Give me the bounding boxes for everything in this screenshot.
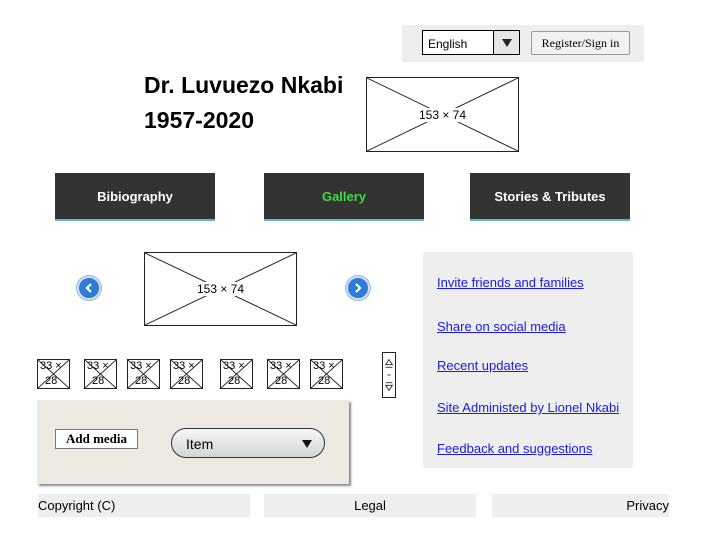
tab-biography[interactable]: Bibiography (55, 173, 215, 221)
thumbnail-height-label: 28 (92, 375, 105, 387)
recent-updates-link[interactable]: Recent updates (437, 358, 529, 373)
portrait-placeholder-label: 153 × 74 (417, 107, 468, 122)
chevron-right-icon (355, 283, 362, 293)
footer-legal-link[interactable]: Legal (264, 494, 476, 517)
gallery-thumbnail[interactable]: 33 × 28 (84, 359, 117, 389)
chevron-left-icon (85, 283, 92, 293)
chevron-down-icon (302, 440, 312, 448)
thumbnail-width-label: 33 × (173, 360, 195, 372)
person-name: Dr. Luvuezo Nkabi (144, 72, 344, 98)
thumbnail-width-label: 33 × (40, 360, 62, 372)
portrait-image-placeholder: 153 × 74 (366, 77, 519, 152)
gallery-placeholder-label: 153 × 74 (195, 282, 246, 296)
thumbnail-height-label: 28 (228, 375, 241, 387)
gallery-thumbnail[interactable]: 33 × 28 (267, 359, 300, 389)
feedback-link[interactable]: Feedback and suggestions (437, 441, 593, 456)
thumbnail-width-label: 33 × (313, 360, 335, 372)
thumbnail-width-label: 33 × (270, 360, 292, 372)
thumbnail-height-label: 28 (318, 375, 331, 387)
life-years: 1957-2020 (144, 107, 254, 133)
thumbnail-height-label: 28 (135, 375, 148, 387)
dropdown-arrow-icon[interactable] (493, 31, 519, 54)
thumbnail-height-label: 28 (275, 375, 288, 387)
thumbnail-width-label: 33 × (87, 360, 109, 372)
media-panel: Add media Item (37, 400, 349, 484)
language-select-value: English (428, 37, 468, 51)
register-sign-in-button[interactable]: Register/Sign in (531, 31, 630, 55)
tab-gallery[interactable]: Gallery (264, 173, 424, 221)
side-links-panel: Invite friends and families Share on soc… (423, 252, 633, 468)
share-social-link[interactable]: Share on social media (437, 319, 566, 334)
site-admin-link[interactable]: Site Administed by Lionel Nkabi (437, 400, 620, 415)
item-select-value: Item (186, 436, 214, 452)
invite-link[interactable]: Invite friends and families (437, 275, 584, 290)
add-media-button[interactable]: Add media (55, 429, 138, 449)
thumbnail-height-label: 28 (178, 375, 191, 387)
footer-copyright: Copyright (C) (38, 494, 250, 517)
gallery-thumbnail[interactable]: 33 × 28 (37, 359, 70, 389)
tab-stories-tributes[interactable]: Stories & Tributes (470, 173, 630, 221)
gallery-thumbnail[interactable]: 33 × 28 (220, 359, 253, 389)
thumbnail-scroller[interactable] (382, 352, 396, 398)
carousel-prev-button[interactable] (77, 276, 101, 300)
footer-privacy-link[interactable]: Privacy (492, 494, 669, 517)
gallery-main-image-placeholder[interactable]: 153 × 74 (144, 252, 297, 326)
scroll-down-icon[interactable] (384, 382, 394, 392)
gallery-thumbnail[interactable]: 33 × 28 (127, 359, 160, 389)
gallery-thumbnail[interactable]: 33 × 28 (170, 359, 203, 389)
gallery-thumbnail[interactable]: 33 × 28 (310, 359, 343, 389)
carousel-next-button[interactable] (346, 276, 370, 300)
top-bar: English Register/Sign in (402, 25, 644, 62)
thumbnail-width-label: 33 × (130, 360, 152, 372)
scroll-up-icon[interactable] (384, 358, 394, 368)
thumbnail-width-label: 33 × (223, 360, 245, 372)
item-select[interactable]: Item (171, 428, 325, 458)
thumbnail-height-label: 28 (45, 375, 58, 387)
language-select[interactable]: English (422, 30, 520, 55)
